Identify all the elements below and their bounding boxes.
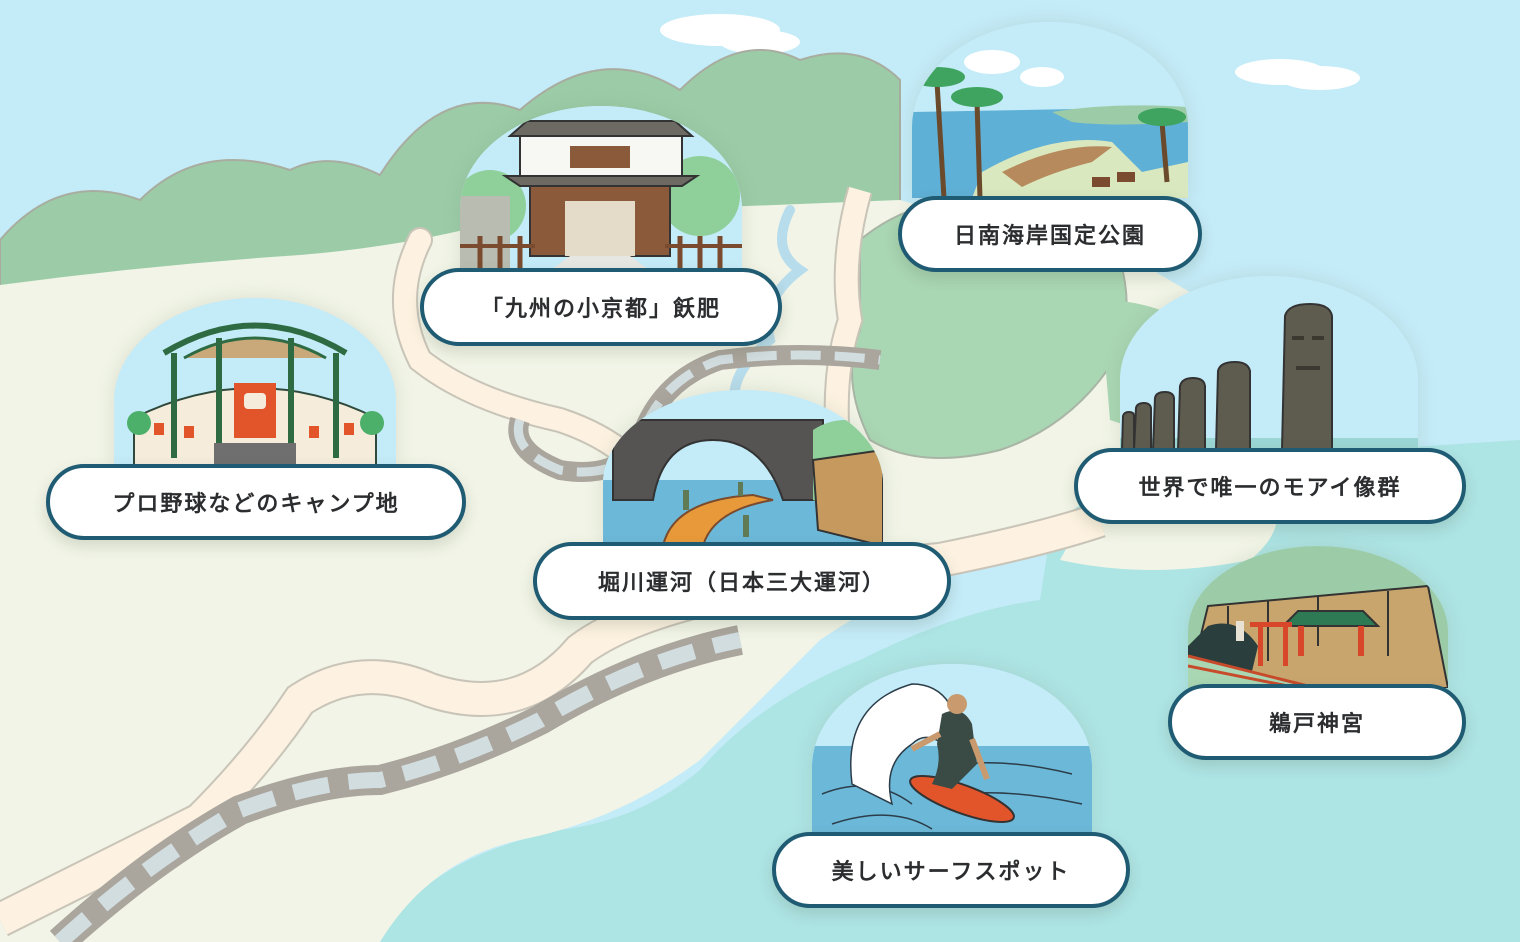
spot-label[interactable]: 堀川運河（日本三大運河）: [533, 542, 951, 620]
moai-statues-icon: [1120, 276, 1418, 450]
spot-moai[interactable]: 世界で唯一のモアイ像群: [1074, 276, 1466, 524]
shrine-torii-icon: [1188, 546, 1448, 688]
spot-camp[interactable]: プロ野球などのキャンプ地: [46, 298, 466, 542]
spot-label[interactable]: 鵜戸神宮: [1168, 684, 1466, 760]
spot-udo[interactable]: 鵜戸神宮: [1168, 546, 1466, 760]
baseball-stadium-icon: [114, 298, 396, 470]
spot-label[interactable]: 世界で唯一のモアイ像群: [1074, 448, 1466, 524]
stone-bridge-canal-icon: [603, 390, 883, 546]
spot-label[interactable]: プロ野球などのキャンプ地: [46, 464, 466, 540]
spot-obi[interactable]: 「九州の小京都」飫肥: [420, 106, 782, 346]
spot-label[interactable]: 日南海岸国定公園: [898, 196, 1202, 272]
spot-surf[interactable]: 美しいサーフスポット: [772, 664, 1130, 910]
surfer-wave-icon: [812, 664, 1092, 836]
spot-label[interactable]: 美しいサーフスポット: [772, 832, 1130, 908]
palm-coast-icon: [912, 22, 1188, 198]
castle-gate-icon: [460, 106, 742, 278]
spot-horikawa[interactable]: 堀川運河（日本三大運河）: [533, 390, 951, 620]
cloud-icon: [660, 14, 1360, 90]
spot-label[interactable]: 「九州の小京都」飫肥: [420, 268, 782, 346]
spot-nichinan[interactable]: 日南海岸国定公園: [898, 22, 1202, 272]
